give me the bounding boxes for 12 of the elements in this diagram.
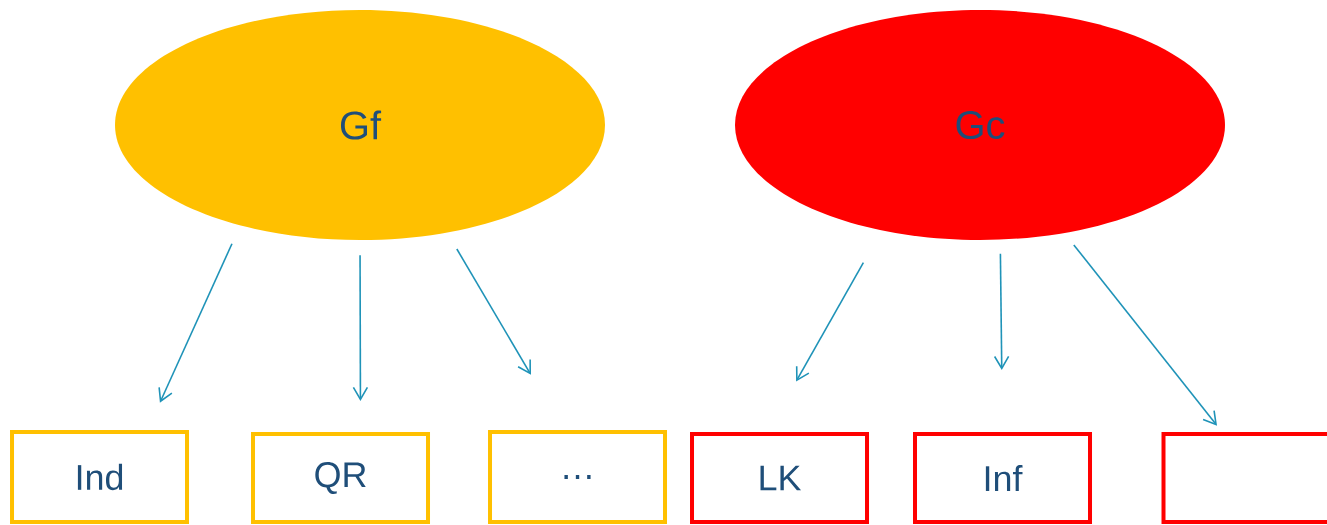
box: Inf [913,432,1092,524]
box: … [488,430,667,524]
arrow [993,253,1010,370]
box [1161,432,1327,524]
box: Ind [10,430,189,524]
box: QR [251,432,430,524]
arrow [795,261,865,382]
box: LK [690,432,869,524]
arrow [158,242,233,403]
arrow [456,248,531,375]
arrow [352,254,369,401]
arrow [1073,244,1218,426]
